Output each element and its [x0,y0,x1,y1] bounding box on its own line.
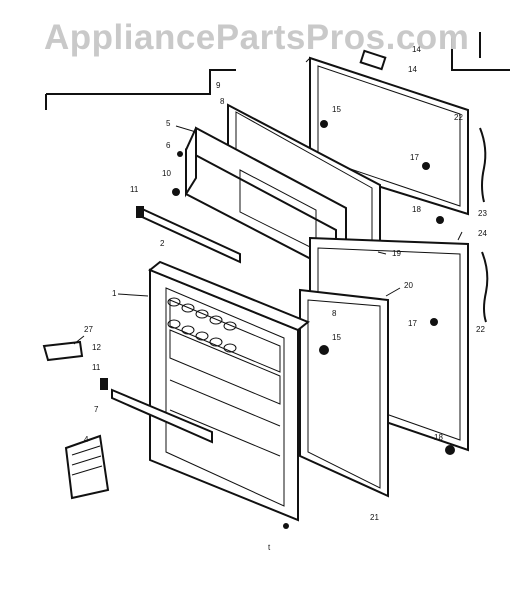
part-labels: 14 14 9 8 5 6 10 11 2 15 22 17 18 23 24 … [84,45,487,552]
part-num-7: 7 [94,405,99,414]
part-num-18b: 18 [434,433,443,442]
part-num-17a: 17 [410,153,419,162]
part-num-17b: 17 [408,319,417,328]
door-handles [479,127,489,323]
part-num-14a: 14 [412,45,421,54]
butter-door-part [42,340,84,362]
part-num-22b: 22 [476,325,485,334]
part-num-27: 27 [84,325,93,334]
part-num-24: 24 [478,229,487,238]
egg-tray-holes [167,297,237,353]
part-num-11b: 11 [92,363,101,372]
small-clips [100,120,455,529]
part-num-2: 2 [160,239,165,248]
part-num-19: 19 [392,249,401,258]
part-num-18a: 18 [412,205,421,214]
part-num-14b: 14 [408,65,417,74]
part-num-5: 5 [166,119,171,128]
part-num-t: t [268,543,271,552]
part-num-21: 21 [370,513,379,522]
part-num-12: 12 [92,343,101,352]
leader-lines [65,125,463,449]
part-num-11a: 11 [130,185,139,194]
part-num-8: 8 [220,97,225,106]
fresh-food-liner [148,260,310,522]
part-num-4: 4 [84,435,89,444]
part-num-10: 10 [162,169,171,178]
hinge-bracket-top [359,49,387,71]
part-num-9: 9 [216,81,221,90]
fresh-food-door-gasket [299,288,389,498]
watermark: AppliancePartsPros.com [44,18,470,57]
part-num-20: 20 [404,281,413,290]
part-num-6: 6 [166,141,171,150]
crisper-panel [64,434,110,500]
shelf-rails [111,206,241,444]
frame-lines [45,32,510,110]
freezer-shelf [185,126,347,274]
part-num-15b: 15 [332,333,341,342]
part-num-23: 23 [478,209,487,218]
part-num-22a: 22 [454,113,463,122]
part-num-1: 1 [112,289,117,298]
part-num-15a: 15 [332,105,341,114]
part-num-8b: 8 [332,309,337,318]
